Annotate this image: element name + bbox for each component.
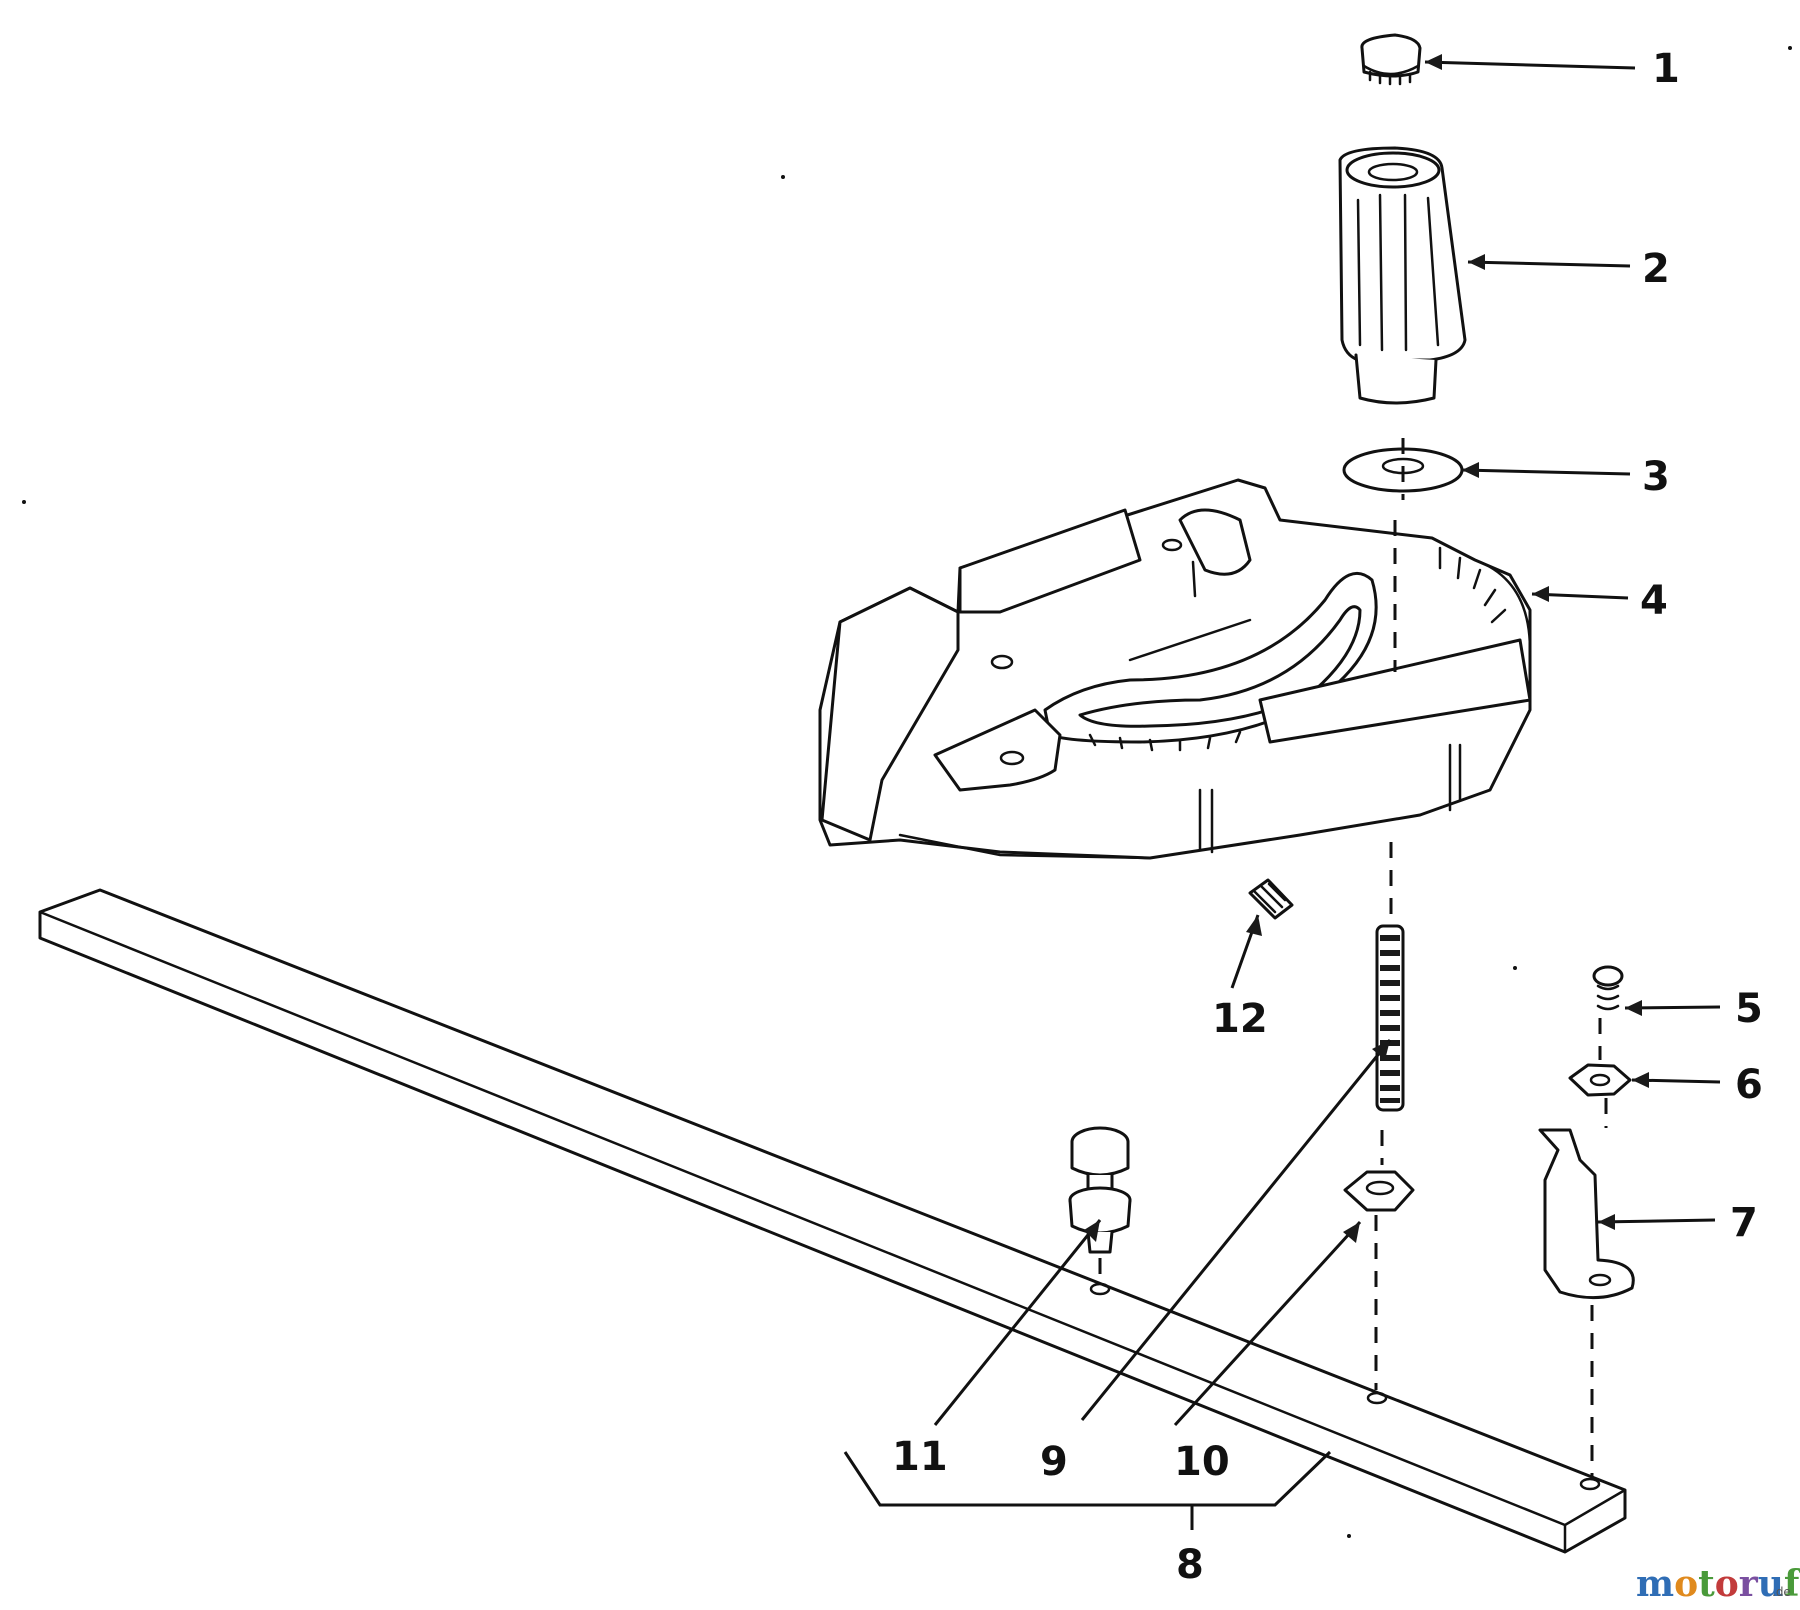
wm-letter-f: f [1784,1563,1800,1605]
part-10-hex-nut [1343,1170,1415,1212]
part-9-threaded-stud [1375,924,1405,1112]
callout-10: 10 [1174,1439,1230,1485]
wm-letter-o2: o [1715,1563,1739,1605]
wm-letter-o: o [1674,1563,1698,1605]
callout-9: 9 [1040,1439,1068,1485]
wm-letter-r: r [1739,1563,1759,1605]
svg-text:motoruf: motoruf [1636,1563,1800,1605]
callout-2: 2 [1642,246,1670,292]
callout-4: 4 [1640,578,1668,624]
callout-8: 8 [1176,1542,1204,1588]
callout-arrowheads [1084,54,1649,1243]
assembly-center-lines [1098,438,1608,1478]
part-12-set-screw [1248,878,1294,920]
callout-11: 11 [892,1434,948,1480]
callout-3: 3 [1642,454,1670,500]
callout-7: 7 [1730,1200,1758,1246]
wm-letter-m: m [1636,1563,1674,1605]
callout-6: 6 [1735,1062,1763,1108]
part-5-screw [1592,965,1624,1011]
part-8-guide-bar [38,888,1627,1554]
part-1-cap [1360,33,1422,86]
callout-5: 5 [1735,986,1763,1032]
callout-leader-lines [843,60,1721,1530]
motoruf-watermark: motoruf .de [1636,1563,1800,1605]
part-7-stop-bracket [1538,1128,1635,1300]
callout-12: 12 [1212,996,1268,1042]
callout-1: 1 [1652,46,1680,92]
callout-labels: 1 2 3 4 5 6 7 8 9 10 11 12 [892,46,1763,1588]
wm-domain-suffix: .de [1772,1585,1791,1599]
part-6-lock-washer [1568,1063,1632,1097]
part-4-miter-gauge-body [818,478,1532,860]
part-2-knob [1338,146,1467,405]
scan-specks [22,46,1792,1538]
wm-letter-t: t [1698,1563,1715,1605]
wm-letter-u: u [1758,1563,1784,1605]
part-11-guide-stop [1068,1126,1132,1254]
